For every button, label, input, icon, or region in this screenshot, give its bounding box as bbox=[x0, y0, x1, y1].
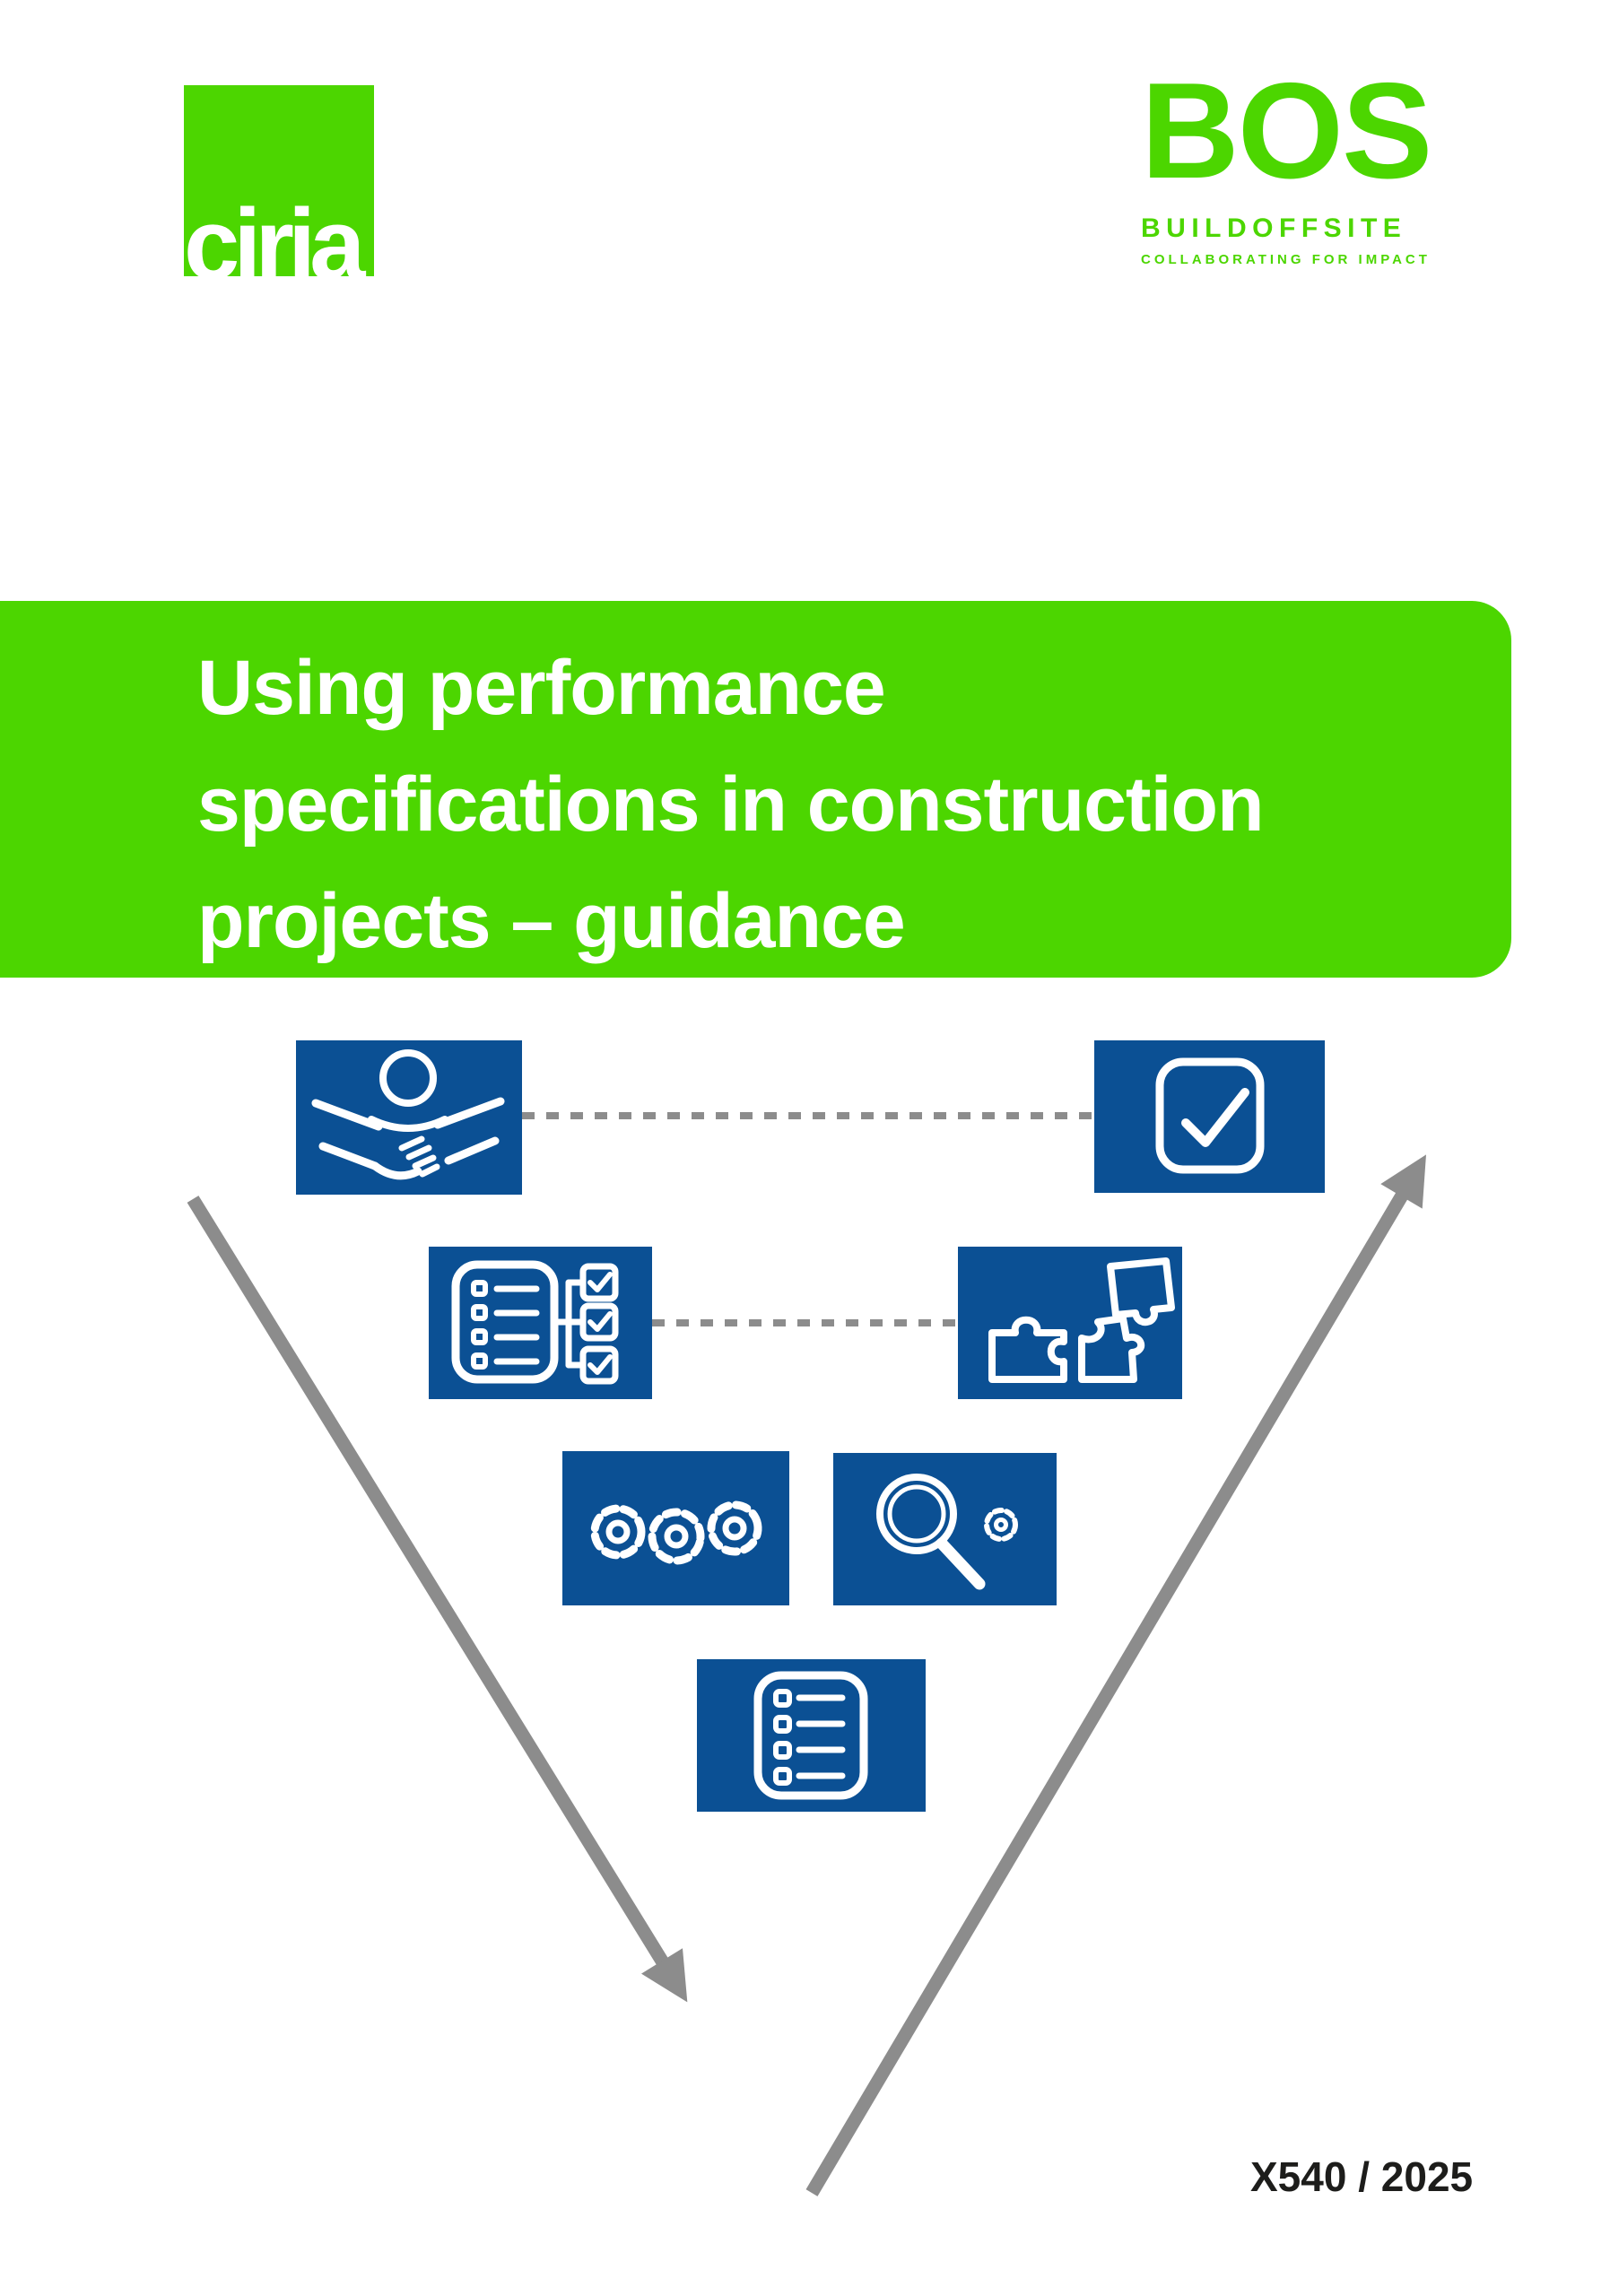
tile-integration bbox=[958, 1247, 1182, 1399]
ciria-wordmark: ciria bbox=[184, 188, 365, 300]
tile-requirements bbox=[429, 1247, 652, 1399]
tile-production bbox=[562, 1451, 789, 1605]
tile-inspection bbox=[833, 1453, 1057, 1605]
report-reference: X540 / 2025 bbox=[1250, 2153, 1474, 2200]
puzzle-pieces-icon bbox=[988, 1257, 1175, 1383]
title-line-2: specifications in construction bbox=[197, 761, 1265, 848]
report-title: Using performance specifications in cons… bbox=[0, 601, 1511, 979]
title-banner: Using performance specifications in cons… bbox=[0, 601, 1511, 978]
ciria-logo: ciria bbox=[184, 85, 374, 295]
tile-agreement bbox=[296, 1040, 522, 1195]
title-line-1: Using performance bbox=[197, 645, 886, 731]
bos-logo: BOS BUILDOFFSITE COLLABORATING FOR IMPAC… bbox=[1141, 63, 1446, 267]
person-handshake-icon bbox=[311, 1049, 505, 1180]
checklist-checkboxes-icon bbox=[451, 1260, 619, 1385]
gears-icon bbox=[590, 1500, 762, 1565]
tile-specification bbox=[697, 1659, 926, 1812]
bos-tagline: COLLABORATING FOR IMPACT bbox=[1141, 252, 1431, 267]
bos-acronym: BOS bbox=[1141, 55, 1432, 207]
title-line-3: projects – guidance bbox=[197, 878, 906, 964]
tile-approval bbox=[1094, 1040, 1325, 1193]
dashed-connector-row1 bbox=[522, 1112, 1094, 1119]
check-square-icon bbox=[1155, 1057, 1265, 1174]
bullet-list-icon bbox=[753, 1671, 868, 1800]
magnifier-gear-icon bbox=[876, 1474, 1018, 1590]
bos-name: BUILDOFFSITE bbox=[1141, 213, 1407, 243]
dashed-connector-row2 bbox=[652, 1319, 958, 1326]
